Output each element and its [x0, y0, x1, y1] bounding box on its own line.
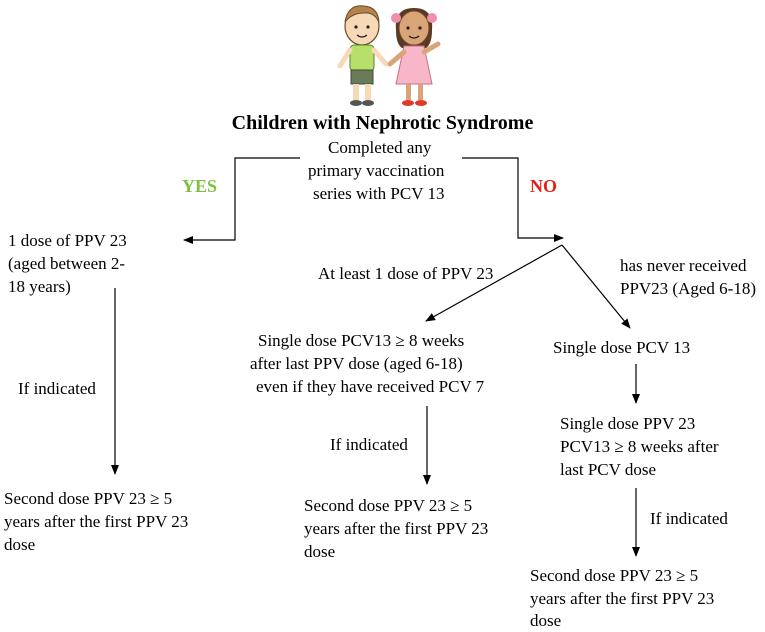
yes-condition: If indicated: [18, 379, 96, 398]
children-illustration: [337, 5, 441, 106]
no-right-step2-line-1: Single dose PPV 23: [560, 414, 696, 433]
no-right-step3-line-1: Second dose PPV 23 ≥ 5: [530, 566, 699, 585]
no-right-step2-line-2: PCV13 ≥ 8 weeks after: [560, 437, 719, 456]
boy-figure: [337, 5, 389, 106]
yes-step1-line-3: 18 years): [8, 277, 71, 296]
diagram-title: Children with Nephrotic Syndrome: [231, 112, 534, 134]
no-left-branch-label: At least 1 dose of PPV 23: [318, 264, 494, 283]
yes-step1-line-1: 1 dose of PPV 23: [8, 231, 127, 250]
no-branch-label: NO: [530, 176, 557, 196]
no-right-condition: If indicated: [650, 509, 728, 528]
no-left-step2-line-3: dose: [304, 542, 336, 561]
yes-step2-line-3: dose: [4, 535, 36, 554]
no-left-diagonal-arrow: [425, 244, 563, 322]
no-left-step1-line-2: after last PPV dose (aged 6-18): [250, 354, 463, 373]
no-left-step1-line-1: Single dose PCV13 ≥ 8 weeks: [258, 331, 465, 350]
question-line-2: primary vaccination: [308, 161, 445, 180]
no-left-step2-line-1: Second dose PPV 23 ≥ 5: [304, 496, 473, 515]
question-line-3: series with PCV 13: [313, 184, 445, 203]
girl-figure: [387, 8, 441, 106]
no-right-branch-label-line-2: PPV23 (Aged 6-18): [620, 279, 756, 298]
no-left-step2-line-2: years after the first PPV 23: [304, 519, 489, 538]
no-right-diagonal-arrow: [561, 244, 631, 329]
no-right-step2-line-3: last PCV dose: [560, 460, 657, 479]
question-line-1: Completed any: [328, 138, 432, 157]
no-right-branch-label-line-1: has never received: [620, 256, 747, 275]
yes-step1-line-2: (aged between 2-: [8, 254, 126, 273]
yes-step2-line-1: Second dose PPV 23 ≥ 5: [4, 489, 173, 508]
no-left-step1-line-3: even if they have received PCV 7: [256, 377, 485, 396]
no-right-step1: Single dose PCV 13: [553, 338, 691, 357]
no-right-step3-line-3: dose: [530, 611, 562, 630]
no-right-step3-line-2: years after the first PPV 23: [530, 589, 715, 608]
yes-connector: [183, 157, 300, 244]
no-connector: [462, 157, 564, 242]
yes-step2-line-2: years after the first PPV 23: [4, 512, 189, 531]
no-left-condition: If indicated: [330, 435, 408, 454]
yes-branch-label: YES: [182, 176, 218, 196]
